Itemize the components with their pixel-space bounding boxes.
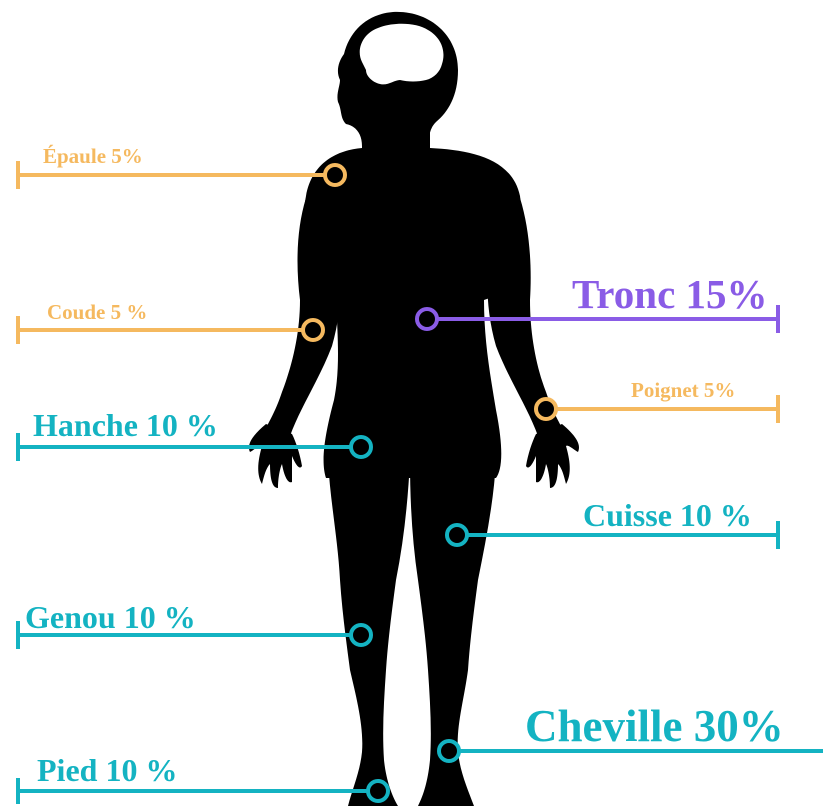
label-coude: Coude 5 % bbox=[47, 302, 147, 323]
human-silhouette bbox=[249, 12, 579, 806]
label-cuisse: Cuisse 10 % bbox=[583, 499, 752, 531]
label-tronc: Tronc 15% bbox=[572, 274, 768, 315]
label-hanche: Hanche 10 % bbox=[33, 409, 218, 441]
brain-shape bbox=[360, 24, 444, 85]
label-epaule: Épaule 5% bbox=[43, 146, 143, 167]
label-poignet: Poignet 5% bbox=[631, 380, 735, 401]
label-genou: Genou 10 % bbox=[25, 601, 196, 633]
label-cheville: Cheville 30% bbox=[525, 704, 784, 749]
label-pied: Pied 10 % bbox=[37, 754, 177, 786]
